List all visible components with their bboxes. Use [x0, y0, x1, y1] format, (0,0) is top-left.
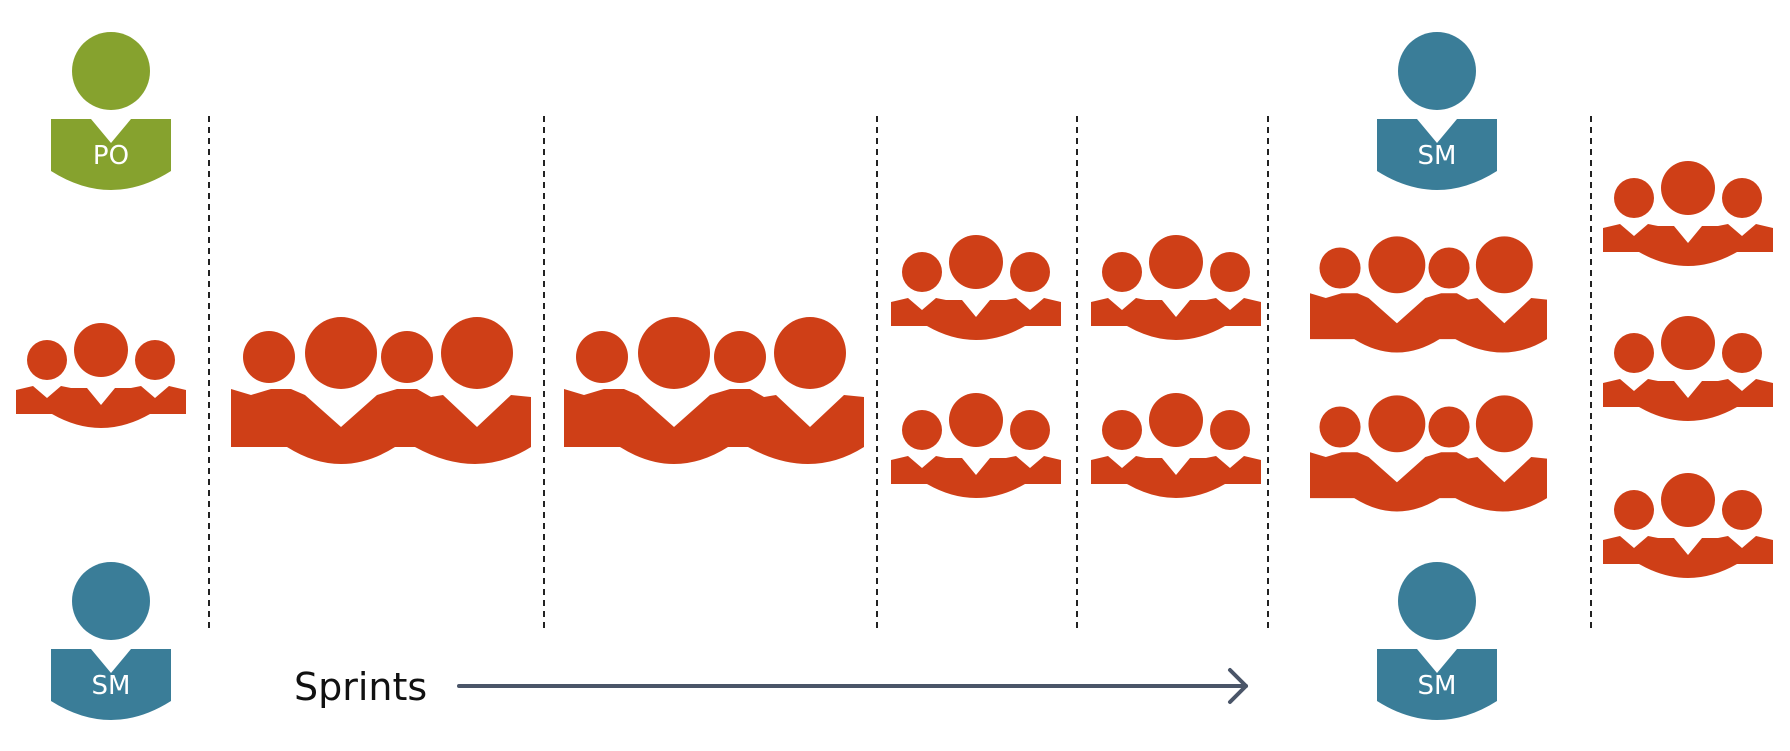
team-icon: [1603, 316, 1773, 421]
sprints-arrow: [457, 668, 1248, 704]
team-icon: [1091, 235, 1261, 340]
team-icon: [564, 317, 864, 464]
team-icon: [1310, 395, 1547, 512]
product-owner-label: PO: [93, 141, 129, 171]
team-icon: [891, 235, 1061, 340]
scrum-master-left: SM: [51, 562, 171, 720]
scrum-master-label: SM: [1418, 141, 1457, 171]
team-icon: [16, 323, 186, 428]
scrum-master-label: SM: [92, 671, 131, 701]
team-icon: [231, 317, 531, 464]
team-icon: [1603, 473, 1773, 578]
sprint-dividers: [208, 116, 1592, 632]
team-icon: [1603, 161, 1773, 266]
team-icon: [1091, 393, 1261, 498]
scrum-master-label: SM: [1418, 671, 1457, 701]
team-icon: [891, 393, 1061, 498]
team-icon: [1310, 236, 1547, 353]
sprints-label: Sprints: [294, 665, 427, 709]
scrum-master-bottom: SM: [1377, 562, 1497, 720]
product-owner: PO: [51, 32, 171, 190]
scrum-master-top: SM: [1377, 32, 1497, 190]
